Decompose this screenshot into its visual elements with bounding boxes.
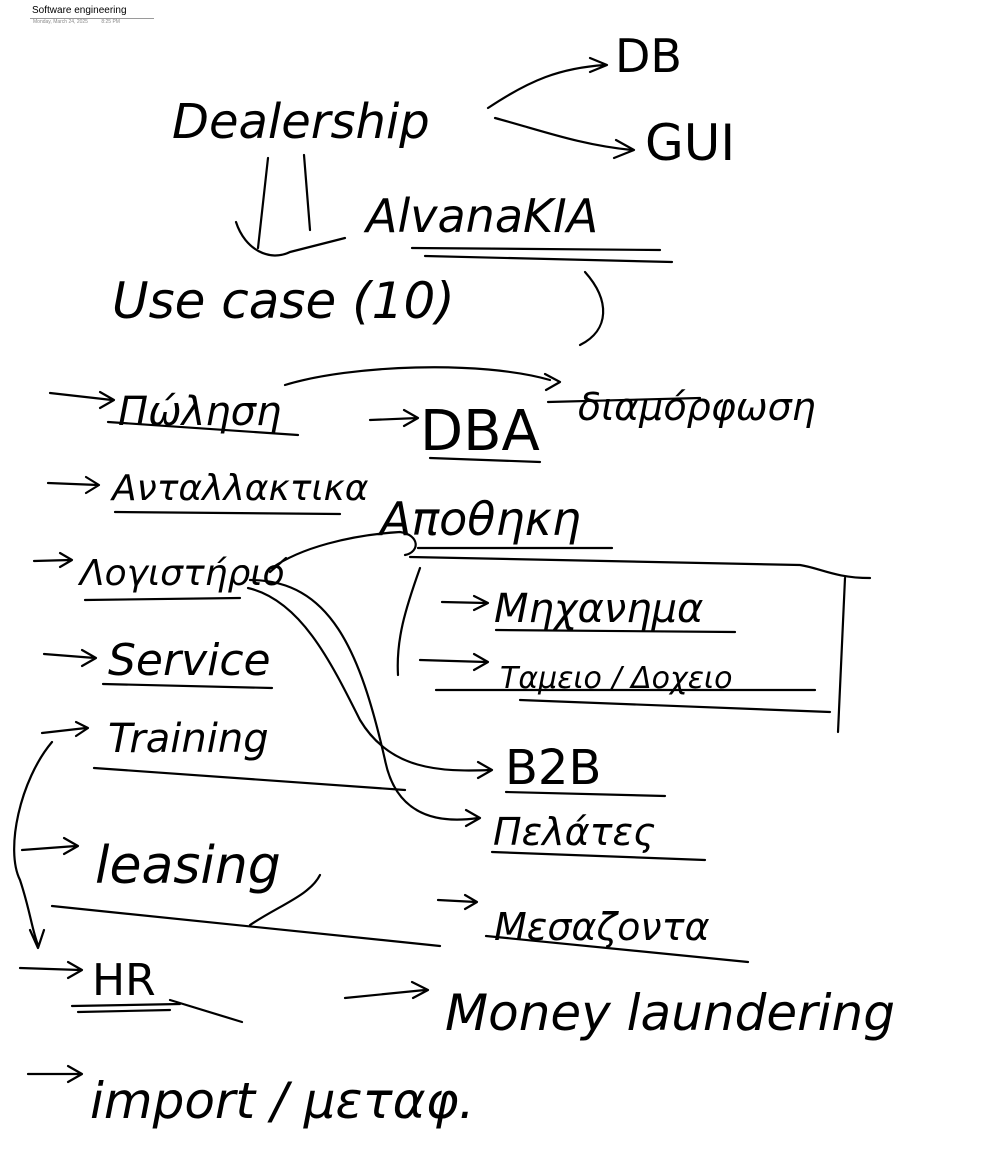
note-kia: AlvanaKIA [363, 189, 598, 243]
note-leasing: leasing [95, 836, 281, 896]
polisi-underline [106, 420, 300, 437]
apothiki-bracket [396, 555, 872, 734]
page-time: 8:25 PM [101, 19, 120, 25]
curve-to-pelates [248, 578, 482, 828]
arrow-import [26, 1064, 84, 1084]
note-apothiki: Αποθηκη [377, 492, 581, 546]
arrow-training [40, 720, 90, 738]
mesazontes-underline [484, 934, 750, 964]
antallaktika-underline [113, 510, 342, 516]
logistirio-underline [83, 596, 242, 602]
note-mesazontes: Μεσαζοντα [494, 905, 710, 949]
arrow-to-dba [368, 408, 420, 428]
page-date: Monday, March 24, 2025 [33, 19, 88, 25]
kia-underline [410, 246, 674, 264]
arrow-hr [18, 960, 84, 980]
note-gui: GUI [645, 114, 735, 172]
hr-underline [70, 998, 244, 1024]
arrow-antallaktika [46, 475, 101, 495]
arrow-leasing [20, 836, 80, 856]
note-mixanima: Μηχανημα [494, 586, 703, 632]
down-arrow-dealership [234, 153, 347, 257]
note-antallaktika: Ανταλλακτικα [110, 468, 369, 509]
note-use-case: Use case (10) [112, 272, 455, 330]
arrow-to-gui [493, 116, 636, 160]
leasing-tail [248, 873, 322, 927]
pelates-underline [490, 850, 707, 862]
arrow-mesazontes [436, 893, 479, 911]
note-db: DB [615, 29, 682, 83]
arrow-service [42, 648, 98, 668]
dba-underline [428, 456, 542, 464]
arrow-to-db [486, 56, 609, 110]
diamorfosi-underline [546, 396, 702, 404]
note-money-laundering: Money laundering [445, 984, 895, 1042]
note-service: Service [108, 635, 271, 686]
page-title: Software engineering [32, 5, 127, 16]
tameio-underline [434, 688, 832, 714]
page-header: Software engineering [32, 5, 127, 17]
left-loop-bracket [13, 740, 54, 950]
note-dba: DBA [420, 399, 540, 464]
training-underline [92, 766, 407, 792]
title-underline [30, 18, 154, 19]
arrow-tameio [418, 652, 490, 672]
note-training: Training [108, 716, 269, 762]
service-underline [101, 682, 274, 690]
arrow-money-laundering [343, 980, 430, 1000]
curve-to-b2b [246, 586, 494, 780]
use-case-bracket [578, 270, 605, 347]
b2b-underline [504, 790, 667, 798]
arrow-polisi [48, 390, 116, 410]
note-diamorfosi: διαμόρφωση [578, 385, 816, 429]
note-pelates: Πελάτες [493, 810, 655, 854]
leasing-underline [50, 904, 442, 948]
arc-polisi-diamorfosi [283, 366, 562, 392]
mixanima-underline [494, 628, 737, 634]
note-dealership: Dealership [172, 94, 430, 150]
arrow-logistirio-apothiki [268, 530, 417, 574]
note-logistirio: Λογιστήριο [77, 553, 285, 594]
note-b2b: B2B [505, 740, 601, 796]
arrow-logistirio [32, 551, 74, 569]
page-meta: Monday, March 24, 2025 8:25 PM [33, 19, 132, 25]
note-import: import / μεταφ. [90, 1072, 475, 1130]
arrow-mixanima [440, 594, 490, 612]
note-hr: HR [92, 955, 156, 1006]
